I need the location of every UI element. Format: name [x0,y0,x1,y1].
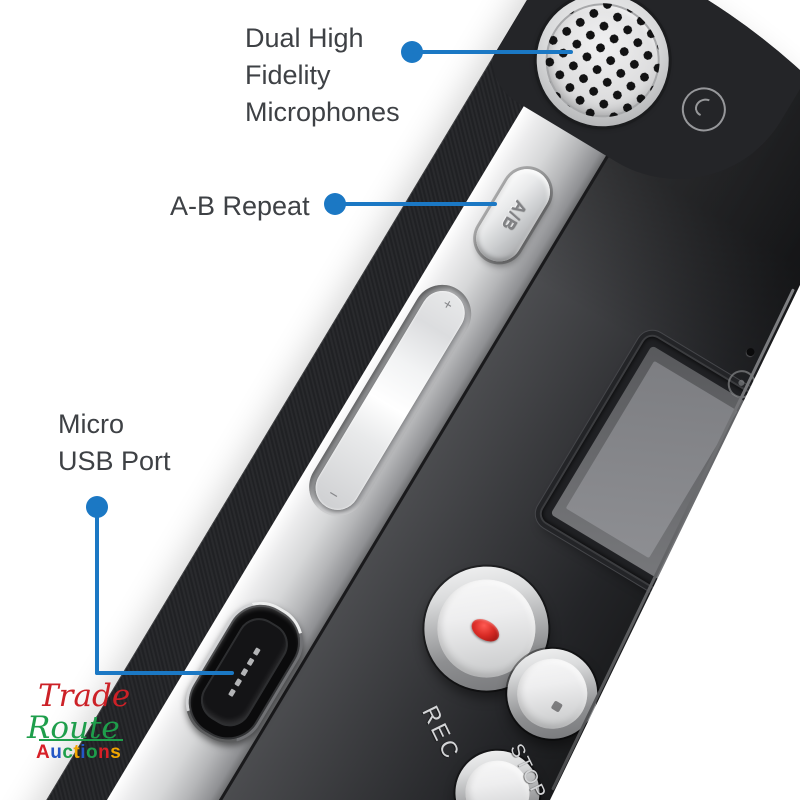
logo-letter: s [110,742,122,763]
logo-word-auctions: Auctions [36,742,121,764]
record-red-dot [467,614,504,647]
logo-underline [39,739,123,741]
ab-callout-label: A-B Repeat [170,191,310,221]
usb-callout-line2: USB Port [58,446,171,476]
ab-leader-line [335,202,497,206]
logo-letter: u [50,742,63,763]
mic-callout-line3: Microphones [245,97,400,127]
mic-callout-line1: Dual High [245,23,364,53]
logo-letter: A [36,742,51,763]
logo-word-route: Route [27,710,120,746]
logo-letter: n [98,742,111,763]
logo-letter: t [73,742,81,763]
logo-letter: c [62,742,74,763]
logo-letter: o [86,742,99,763]
mic-callout-line2: Fidelity [245,60,331,90]
usb-leader-line-horizontal [95,671,234,675]
stop-button-mark [550,699,563,713]
logo-letter: i [80,742,87,763]
mic-leader-line [412,50,573,54]
usb-callout-line1: Micro [58,409,124,439]
ab-repeat-button-label: A/B [497,196,530,235]
usb-leader-line-vertical [95,507,99,675]
usb-callout-label: Micro USB Port [58,406,171,480]
logo-word-trade: Trade [38,678,131,714]
mic-callout-label: Dual High Fidelity Microphones [245,20,400,131]
